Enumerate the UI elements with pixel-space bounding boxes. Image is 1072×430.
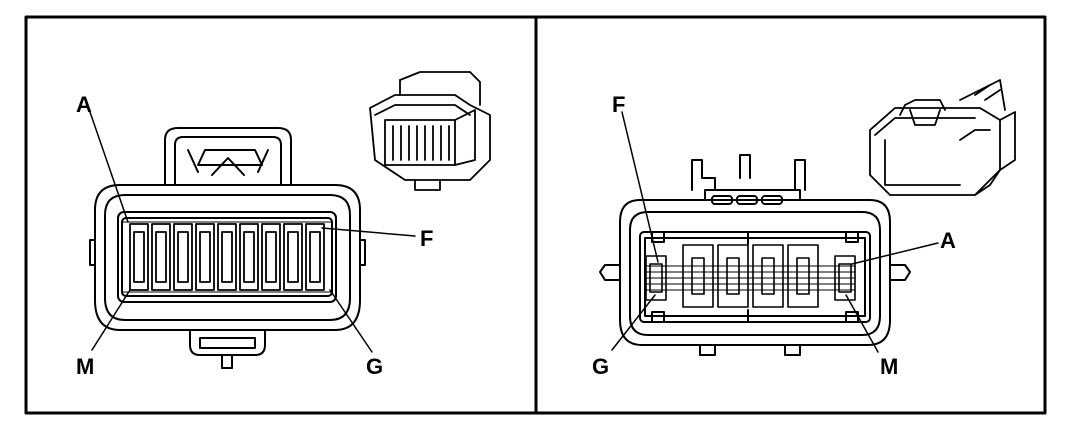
terminal-slots-left	[129, 223, 325, 291]
pin-label-right-A: A	[940, 228, 956, 253]
leader-lines-right	[611, 111, 939, 353]
leader-lines-left	[89, 111, 416, 353]
pin-label-left-F: F	[420, 226, 434, 251]
pin-label-left-A: A	[76, 92, 92, 117]
pin-label-right-G: G	[592, 354, 610, 379]
left-connector-thumbnail	[369, 71, 491, 191]
left-connector-face	[89, 127, 366, 369]
pin-blocks-right	[645, 244, 856, 308]
right-connector-thumbnail	[869, 79, 1016, 196]
pin-label-left-G: G	[366, 354, 384, 379]
pin-label-right-M: M	[880, 354, 899, 379]
pin-label-right-F: F	[612, 92, 626, 117]
pin-label-left-M: M	[76, 354, 95, 379]
